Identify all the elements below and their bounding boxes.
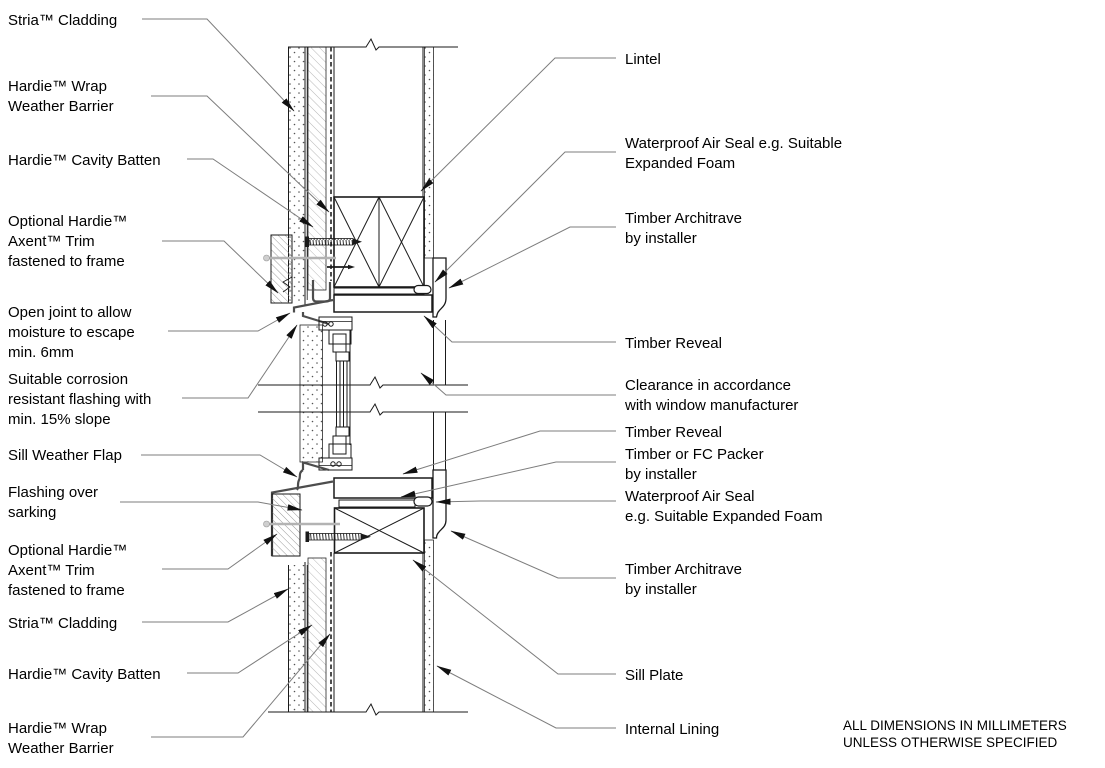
label-stria-cladding-bottom: Stria™ Cladding [8, 615, 118, 632]
leader-sill-plate [412, 559, 616, 675]
wall-top [288, 37, 458, 305]
leader-reveal-sill [402, 430, 616, 475]
dimensions-note: ALL DIMENSIONS IN MILLIMETERS UNLESS OTH… [843, 718, 1067, 750]
jamb-trim-elevation [299, 324, 323, 463]
leader-stria-top [142, 18, 295, 112]
timber-reveal-head [333, 294, 433, 313]
axent-trim-head [270, 234, 293, 304]
wall-bottom [268, 539, 468, 716]
leader-internal-lining [436, 665, 616, 729]
leader-sill-weather-flap [141, 454, 298, 478]
leader-axent-top [162, 240, 279, 294]
batten-screw-sill [305, 531, 371, 542]
fixing-screw-small [327, 264, 355, 270]
sill-plate-symbol [333, 507, 425, 554]
leader-architrave-sill [450, 530, 616, 579]
label-lintel: Lintel [625, 51, 661, 68]
leader-architrave-head [448, 226, 616, 289]
label-flashing-over-sarking: Flashing over sarking [8, 484, 99, 521]
trim-joint-notch [282, 276, 293, 293]
label-axent-trim-top: Optional Hardie™ Axent™ Trim fastened to… [8, 213, 128, 270]
label-open-joint: Open joint to allow moisture to escape m… [8, 304, 135, 361]
label-air-seal-head: Waterproof Air Seal e.g. Suitable Expand… [625, 135, 843, 172]
label-cavity-batten-top: Hardie™ Cavity Batten [8, 152, 161, 169]
leader-lines-left [120, 18, 331, 738]
label-corrosion-flashing: Suitable corrosion resistant flashing wi… [8, 371, 152, 428]
label-hardie-wrap-bottom: Hardie™ Wrap Weather Barrier [8, 720, 114, 757]
label-hardie-wrap-top: Hardie™ Wrap Weather Barrier [8, 78, 114, 115]
timber-architrave-head [432, 257, 447, 318]
leader-axent-bottom [162, 533, 278, 570]
label-timber-architrave-head: Timber Architrave by installer [625, 210, 742, 247]
air-seal-head [413, 284, 432, 295]
leader-wrap-bottom [151, 633, 331, 738]
trim-screw-sill [263, 520, 340, 528]
break-lines [258, 375, 468, 416]
label-air-seal-sill: Waterproof Air Seal e.g. Suitable Expand… [625, 488, 823, 525]
bottom-break-line [268, 702, 468, 716]
trim-screw-head [263, 254, 336, 262]
sill-detail [263, 412, 447, 557]
timber-architrave-sill [432, 469, 447, 539]
window-sill-frame [318, 426, 353, 471]
leader-clearance [420, 372, 616, 396]
label-timber-reveal-sill: Timber Reveal [625, 424, 722, 441]
window-glazing [299, 324, 351, 463]
leader-corrosion-flashing [182, 324, 298, 399]
label-fc-packer: Timber or FC Packer by installer [625, 446, 764, 483]
label-internal-lining: Internal Lining [625, 721, 720, 738]
glazing-lines [336, 330, 351, 445]
head-packing [333, 287, 425, 295]
internal-lining-bottom [424, 539, 434, 713]
leader-open-joint [168, 312, 291, 332]
cladding-stipple-bottom [288, 565, 305, 712]
leader-reveal-head [423, 315, 616, 343]
label-sill-weather-flap: Sill Weather Flap [8, 447, 122, 464]
leader-batten-bottom [187, 624, 313, 674]
timber-reveal-sill [333, 477, 433, 499]
leader-lintel [420, 57, 616, 192]
leader-flashing-sarking [120, 501, 303, 511]
batten-screw-head [305, 236, 362, 247]
leader-lines-right [400, 57, 616, 729]
cavity-batten-bottom [307, 557, 327, 713]
label-stria-cladding-top: Stria™ Cladding [8, 12, 118, 29]
leader-stria-bottom [142, 588, 289, 623]
window-head-frame [318, 316, 353, 362]
label-timber-reveal-head: Timber Reveal [625, 335, 722, 352]
leader-packer [400, 461, 616, 498]
label-cavity-batten-bottom: Hardie™ Cavity Batten [8, 666, 161, 683]
top-break-line [288, 37, 458, 51]
label-sill-plate: Sill Plate [625, 667, 684, 684]
leader-air-seal-sill [435, 498, 616, 505]
cavity-batten-top [307, 46, 327, 291]
label-axent-trim-bottom: Optional Hardie™ Axent™ Trim fastened to… [8, 542, 128, 599]
leader-batten-top [187, 158, 314, 228]
label-timber-architrave-sill: Timber Architrave by installer [625, 561, 742, 598]
internal-lining-top [424, 46, 434, 259]
leader-air-seal-head [434, 151, 616, 283]
air-seal-sill [413, 496, 433, 507]
head-detail [263, 234, 447, 385]
fc-packer [338, 499, 416, 508]
label-clearance: Clearance in accordance with window manu… [625, 377, 799, 414]
leader-wrap-top [151, 95, 330, 213]
